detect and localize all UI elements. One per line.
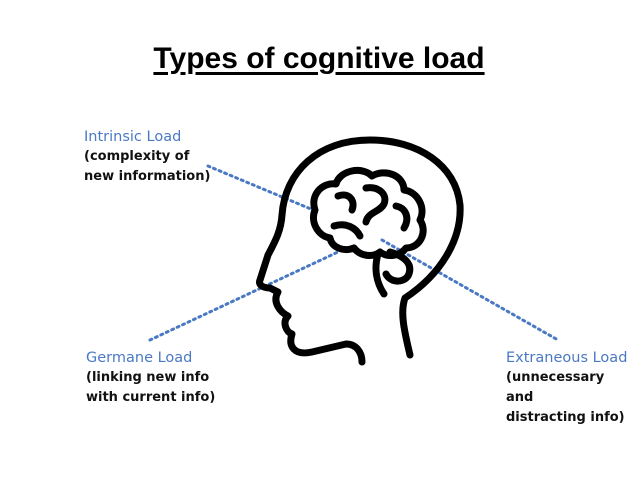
slide-title: Types of cognitive load (153, 42, 485, 75)
germane-load-desc-line2: with current info) (86, 390, 216, 405)
germane-load-label: Germane Load (linking new info with curr… (86, 348, 215, 408)
connector-lines (148, 164, 560, 342)
extraneous-load-title: Extraneous Load (506, 350, 628, 366)
head-outline (256, 136, 464, 366)
intrinsic-load-title: Intrinsic Load (84, 129, 182, 145)
intrinsic-connector (206, 164, 320, 214)
germane-load-desc-line1: (linking new info (86, 370, 210, 385)
brain-outline (310, 166, 427, 259)
brain-fold-2 (362, 184, 389, 226)
extraneous-connector (380, 238, 560, 342)
brain-stem (372, 250, 388, 298)
brain-fold-3 (392, 202, 411, 232)
intrinsic-load-label: Intrinsic Load (complexity of new inform… (84, 127, 210, 187)
extraneous-load-label: Extraneous Load (unnecessary and distrac… (506, 348, 636, 428)
head-brain-icon (256, 136, 464, 366)
cerebellum (382, 248, 414, 285)
intrinsic-load-desc-line1: (complexity of (84, 149, 190, 164)
extraneous-load-desc-line1: (unnecessary and (506, 370, 605, 405)
extraneous-load-desc-line2: distracting info) (506, 410, 625, 425)
germane-connector (148, 250, 340, 342)
brain-fold-1 (334, 191, 357, 214)
brain-fold-4 (330, 221, 364, 240)
germane-load-title: Germane Load (86, 350, 193, 366)
intrinsic-load-desc-line2: new information) (84, 169, 211, 184)
